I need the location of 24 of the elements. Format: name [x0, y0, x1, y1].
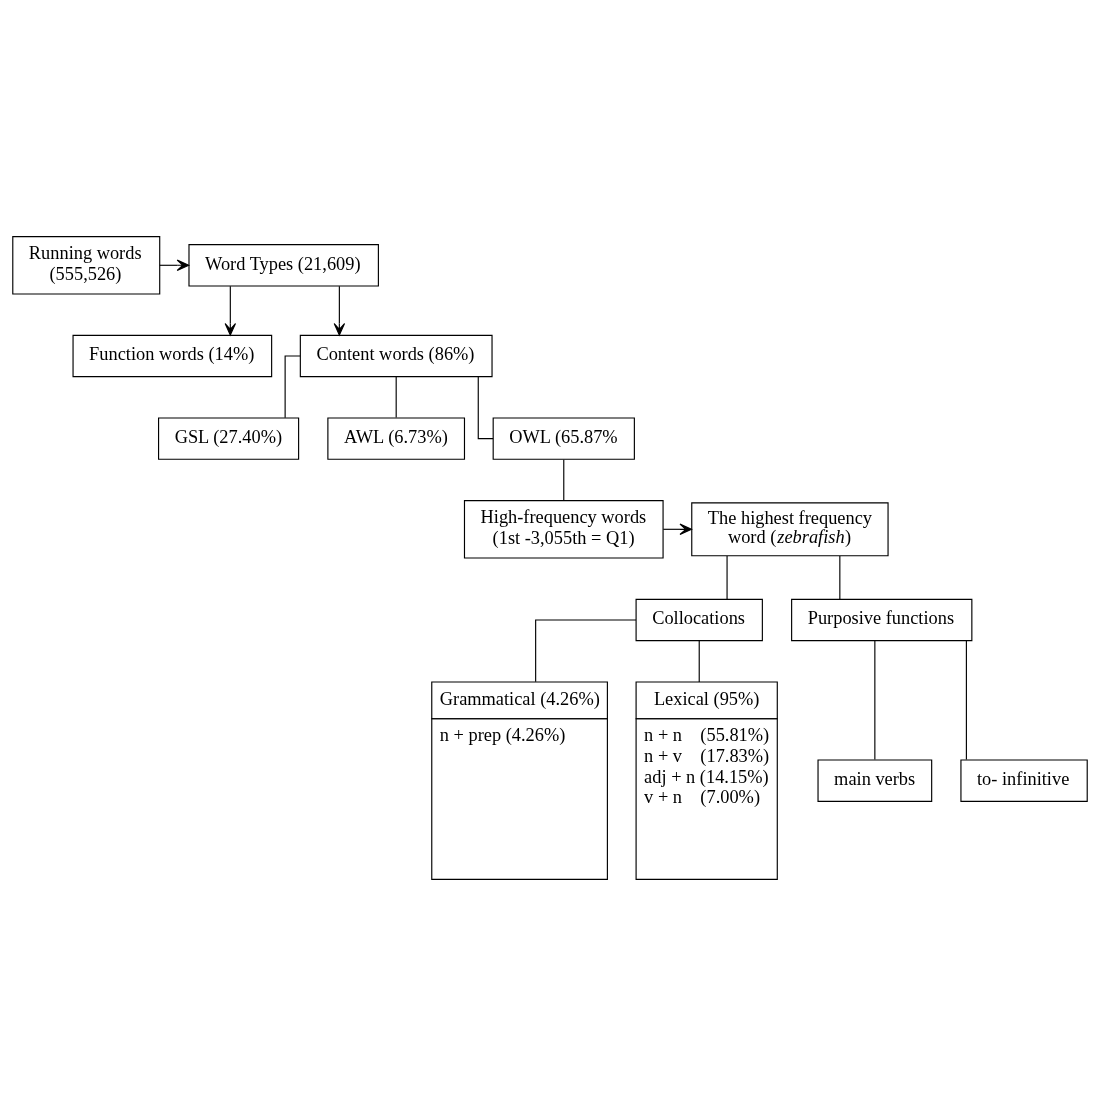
- connector: [284, 354, 301, 418]
- node-box: Collocations: [635, 598, 763, 641]
- node-box: to- infinitive: [960, 758, 1088, 802]
- connector: [726, 554, 728, 600]
- connector: [874, 639, 876, 760]
- node-box: main verbs: [817, 758, 933, 802]
- connector: [535, 618, 637, 682]
- arrow: [333, 285, 346, 336]
- node-box: High-frequency words (1st -3,055th = Q1): [463, 499, 664, 559]
- node-box: Content words (86%): [299, 334, 493, 377]
- node-box: Running words (555,526): [12, 235, 161, 295]
- connector: [839, 554, 841, 600]
- node-box: Function words (14%): [72, 334, 273, 377]
- node-box: AWL (6.73%): [327, 416, 466, 460]
- connector: [563, 458, 565, 501]
- arrow: [224, 285, 237, 336]
- connector: [965, 639, 967, 760]
- node-box: The highest frequency word (zebrafish): [691, 501, 889, 556]
- node-box: OWL (65.87%: [492, 416, 635, 460]
- connector: [395, 375, 397, 418]
- connector: [698, 639, 700, 682]
- node-box: GSL (27.40%): [158, 416, 300, 460]
- node-box: Word Types (21,609): [188, 243, 379, 287]
- node-box: Purposive functions: [791, 598, 973, 641]
